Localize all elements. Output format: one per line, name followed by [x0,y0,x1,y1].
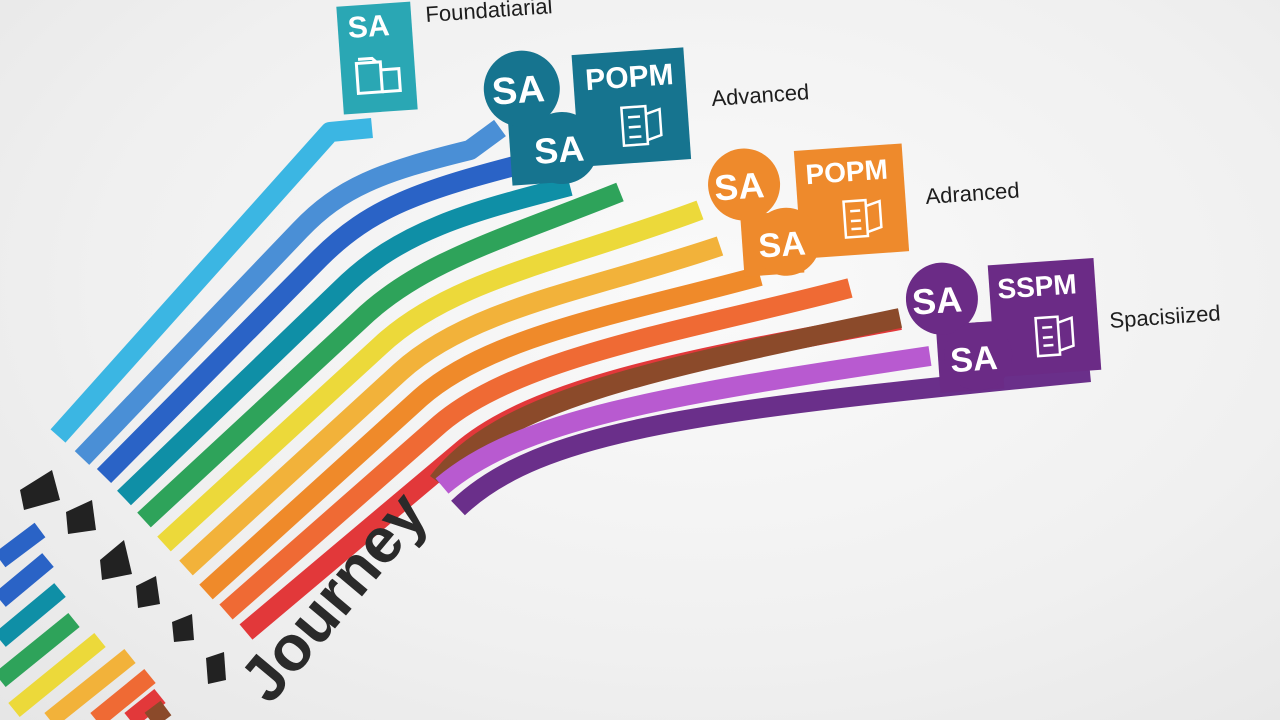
advanced-badge-1-sa-top: SA [491,68,547,114]
specialized-sa-top-bubble [905,262,978,335]
specialized-sa-top: SA [911,278,964,322]
advanced-2-level-label: Adranced [925,177,1021,209]
path-ribbon-brown [430,308,903,489]
path-ribbon-yellow-orange [179,236,724,576]
path-ribbon-purple [451,362,1091,516]
specialized-sa-bottom-bubble [944,322,1013,391]
start-marker-icon [66,500,96,534]
advanced-badge-1-sa-bottom: SA [533,128,586,172]
certificate-icon [620,104,663,148]
path-ribbon-cyan [50,118,373,443]
path-ribbon-magenta [435,346,932,494]
start-marker-icon [136,576,160,608]
specialized-cert-label: SSPM [996,268,1077,304]
advanced-badge-2-sa-top: SA [713,164,766,208]
foundational-sa-label: SA [347,9,391,45]
advanced-badge-2-sa-bottom: SA [757,224,807,265]
path-ribbon-teal [117,176,573,506]
specialized-sa-bottom: SA [949,339,999,380]
path-ribbon-orange-red [219,278,853,620]
advanced-badge-2-cert-label: POPM [804,154,888,191]
path-ribbon-orange [199,266,763,600]
stub-teal [0,583,66,647]
stub-red [124,688,166,720]
specialized-badge: SA SA SSPM [905,258,1102,394]
certificate-icon [842,198,883,239]
start-marker-icon [206,652,226,684]
stub-orange [44,648,136,720]
advanced-badge-2-sa-bottom-bubble [752,207,821,276]
advanced-badge-2-sa-top-bubble [708,148,781,221]
advanced-badge-1-cert-label: POPM [584,58,674,97]
path-ribbon-blue [96,152,533,484]
advanced-badge-1-sa-bottom-bubble [526,112,599,185]
foundational-badge: SA [336,1,418,115]
pathway-ribbons [50,118,1091,640]
specialized-level-label: Spacisiized [1109,300,1222,333]
start-marker-icon [20,470,60,510]
advanced-badge-2: SA SA POPM [708,143,910,277]
path-start-markers [20,470,226,684]
advanced-badge-1-sa-top-bubble [483,50,560,127]
stub-blue [0,522,46,568]
certificate-icon [1034,315,1075,358]
stub-orange-red [90,669,156,720]
foundational-level-label: Foundatiarial [425,0,554,27]
lower-left-ribbon-stubs [0,522,172,720]
start-marker-icon [172,614,194,642]
stub-green [0,613,80,687]
stub-yellow [8,633,106,717]
path-ribbon-blue-light [74,119,506,465]
folder-icon [354,56,402,96]
path-ribbon-yellow [157,200,704,552]
advanced-1-level-label: Advanced [711,79,810,111]
advanced-badge-1: SA SA POPM [483,47,692,186]
start-marker-icon [100,540,132,580]
stub-brown [144,700,172,720]
path-ribbon-green [137,182,624,528]
stub-blue-2 [0,553,54,607]
